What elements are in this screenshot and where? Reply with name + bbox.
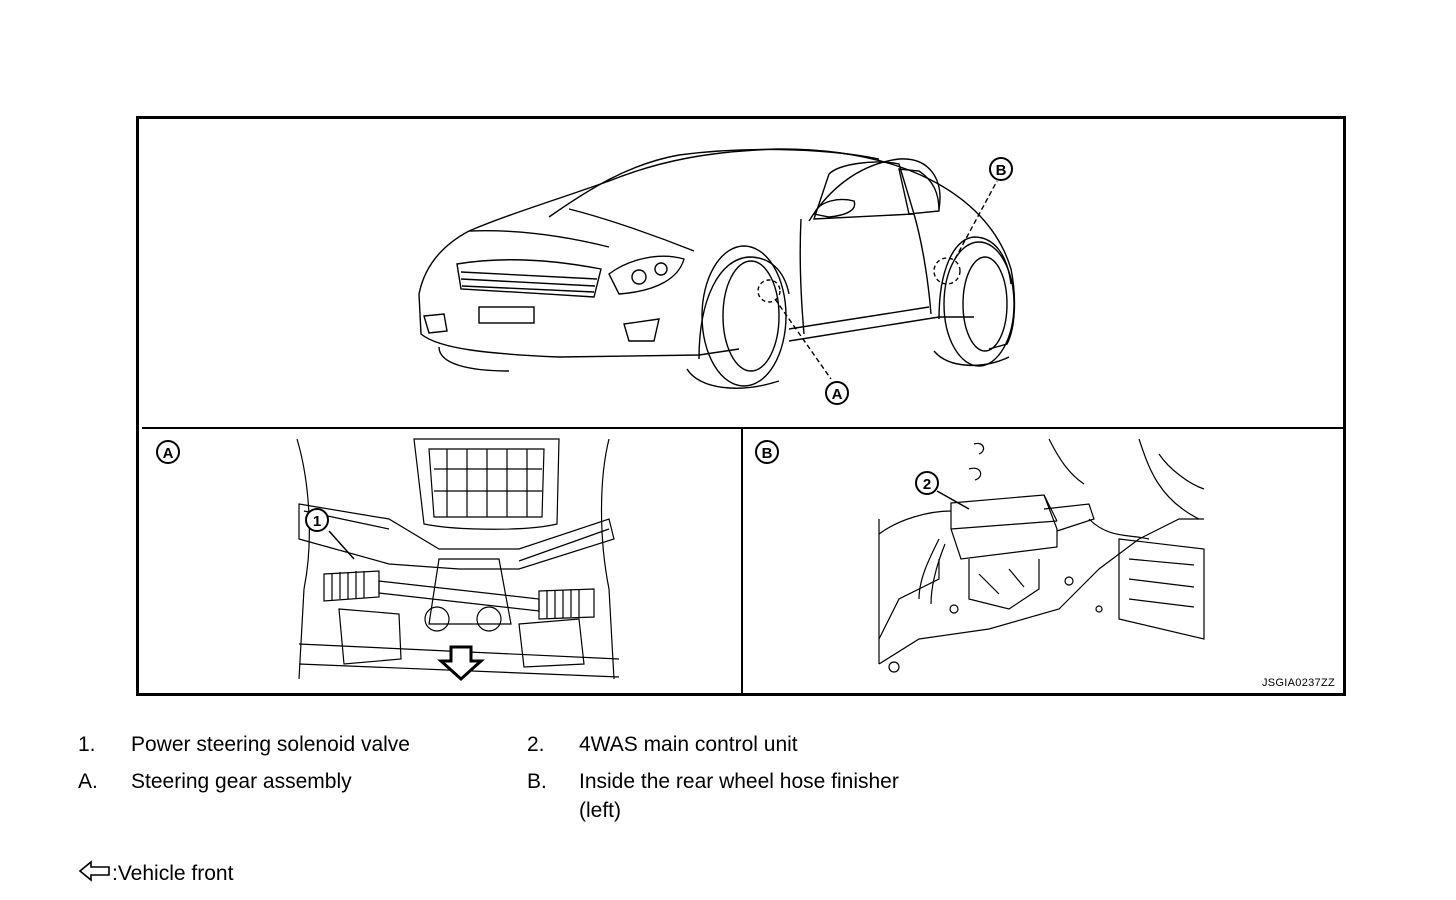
legend-text-b: Inside the rear wheel hose finisher: [579, 770, 899, 793]
figure-code: JSGIA0237ZZ: [1262, 677, 1335, 689]
legend-num-a: A.: [78, 770, 98, 793]
callout-item-2: 2: [915, 471, 939, 495]
steering-gear-illustration: [296, 438, 620, 680]
legend-text-b-cont: (left): [579, 799, 621, 822]
callout-item-1-label: 1: [313, 513, 321, 530]
arrow-left-outline-icon: [78, 860, 112, 888]
car-illustration: [418, 148, 1016, 389]
callout-item-2-label: 2: [923, 476, 931, 493]
callout-car-a: A: [825, 381, 849, 405]
vehicle-front-note: :Vehicle front: [78, 860, 233, 888]
view-a-marker-label: A: [163, 445, 174, 462]
vehicle-front-label: :Vehicle front: [112, 862, 234, 885]
view-b-marker: B: [755, 440, 779, 464]
legend-text-2: 4WAS main control unit: [579, 733, 798, 756]
view-a-marker: A: [156, 440, 180, 464]
legend-text-a: Steering gear assembly: [131, 770, 352, 793]
diagram-figure: A B A: [136, 116, 1346, 696]
callout-car-b-label: B: [996, 162, 1007, 179]
callout-item-1: 1: [305, 508, 329, 532]
control-unit-illustration: [878, 438, 1205, 673]
legend-num-2: 2.: [527, 733, 545, 756]
legend-num-1: 1.: [78, 733, 96, 756]
view-b-marker-label: B: [762, 445, 773, 462]
callout-car-b: B: [989, 157, 1013, 181]
callout-car-a-label: A: [832, 386, 843, 403]
legend-num-b: B.: [527, 770, 547, 793]
diagram-svg: A B A: [142, 148, 1343, 693]
view-a-front-arrow: [437, 645, 485, 682]
legend-text-1: Power steering solenoid valve: [131, 733, 410, 756]
legend: 1. Power steering solenoid valve 2. 4WAS…: [0, 730, 1456, 830]
